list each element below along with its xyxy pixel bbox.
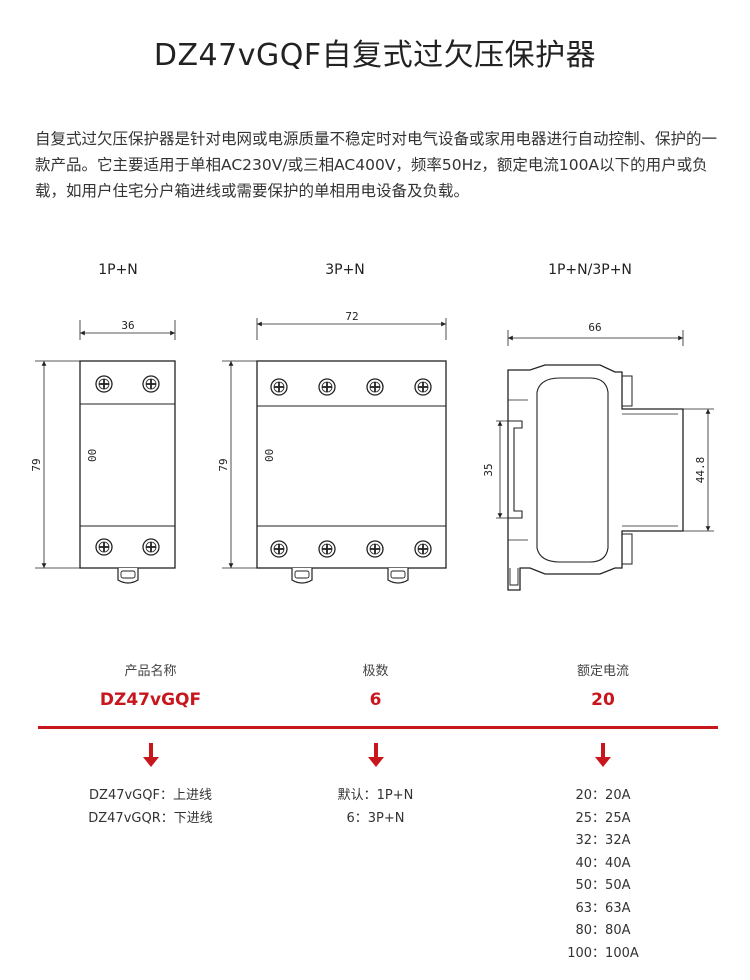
variant-label-3p: 3P+N	[325, 262, 365, 278]
list-item: 32：32A	[575, 833, 631, 848]
list-item: 默认：1P+N	[337, 788, 414, 803]
option-list: 默认：1P+N 6：3P+N	[263, 785, 488, 830]
column-current: 额定电流 20 20：20A 25：25A 32：32A 40：40A 50：5…	[488, 660, 718, 965]
indicator-3p: 00	[263, 449, 276, 462]
column-product: 产品名称 DZ47vGQF DZ47vGQF：上进线 DZ47vGQR：下进线	[38, 660, 263, 830]
divider-line	[263, 726, 488, 729]
dim-height-side: 44.8	[694, 457, 707, 484]
page-title: DZ47vGQF自复式过欠压保护器	[153, 38, 597, 73]
arrow-down-icon	[366, 743, 386, 769]
indicator-1p: 00	[86, 449, 99, 462]
column-value: 6	[369, 690, 382, 710]
column-header: 额定电流	[576, 664, 629, 679]
arrow-down-icon	[593, 743, 613, 769]
list-item: 6：3P+N	[346, 810, 405, 826]
variant-label-side: 1P+N/3P+N	[548, 262, 632, 278]
list-item: DZ47vGQR：下进线	[88, 810, 213, 826]
list-item: 40：40A	[575, 855, 631, 871]
dim-height-3p: 79	[217, 458, 230, 471]
option-list: DZ47vGQF：上进线 DZ47vGQR：下进线	[38, 785, 263, 830]
list-item: 80：80A	[575, 923, 631, 938]
list-item: 100：100A	[567, 945, 639, 961]
list-item: 63：63A	[575, 900, 631, 916]
list-item: 20：20A	[575, 788, 631, 803]
front-view-3p: 72 79 00	[217, 310, 447, 584]
divider-line	[38, 726, 263, 729]
dim-rail: 35	[482, 463, 495, 476]
side-view: 66 35 44.8	[482, 321, 714, 591]
front-view-1p: 36 79 00	[30, 319, 176, 584]
dimension-drawings: 36 79 00 72 79	[30, 310, 714, 591]
option-list: 20：20A 25：25A 32：32A 40：40A 50：50A 63：63…	[488, 785, 718, 965]
column-value: DZ47vGQF	[99, 690, 202, 710]
dim-height-1p: 79	[30, 458, 43, 471]
dim-width-1p: 36	[121, 319, 134, 332]
arrow-down-icon	[141, 743, 161, 769]
variant-label-1p: 1P+N	[98, 262, 138, 278]
list-item: DZ47vGQF：上进线	[89, 788, 212, 803]
column-header: 产品名称	[124, 664, 177, 679]
column-poles: 极数 6 默认：1P+N 6：3P+N	[263, 660, 488, 830]
list-item: 50：50A	[575, 878, 631, 893]
divider-line	[488, 726, 718, 729]
intro-paragraph: 自复式过欠压保护器是针对电网或电源质量不稳定时对电气设备或家用电器进行自动控制、…	[35, 130, 718, 200]
list-item: 25：25A	[575, 810, 631, 826]
column-value: 20	[591, 690, 615, 710]
dim-width-3p: 72	[345, 310, 358, 323]
dim-depth: 66	[588, 321, 601, 334]
column-header: 极数	[362, 664, 389, 679]
